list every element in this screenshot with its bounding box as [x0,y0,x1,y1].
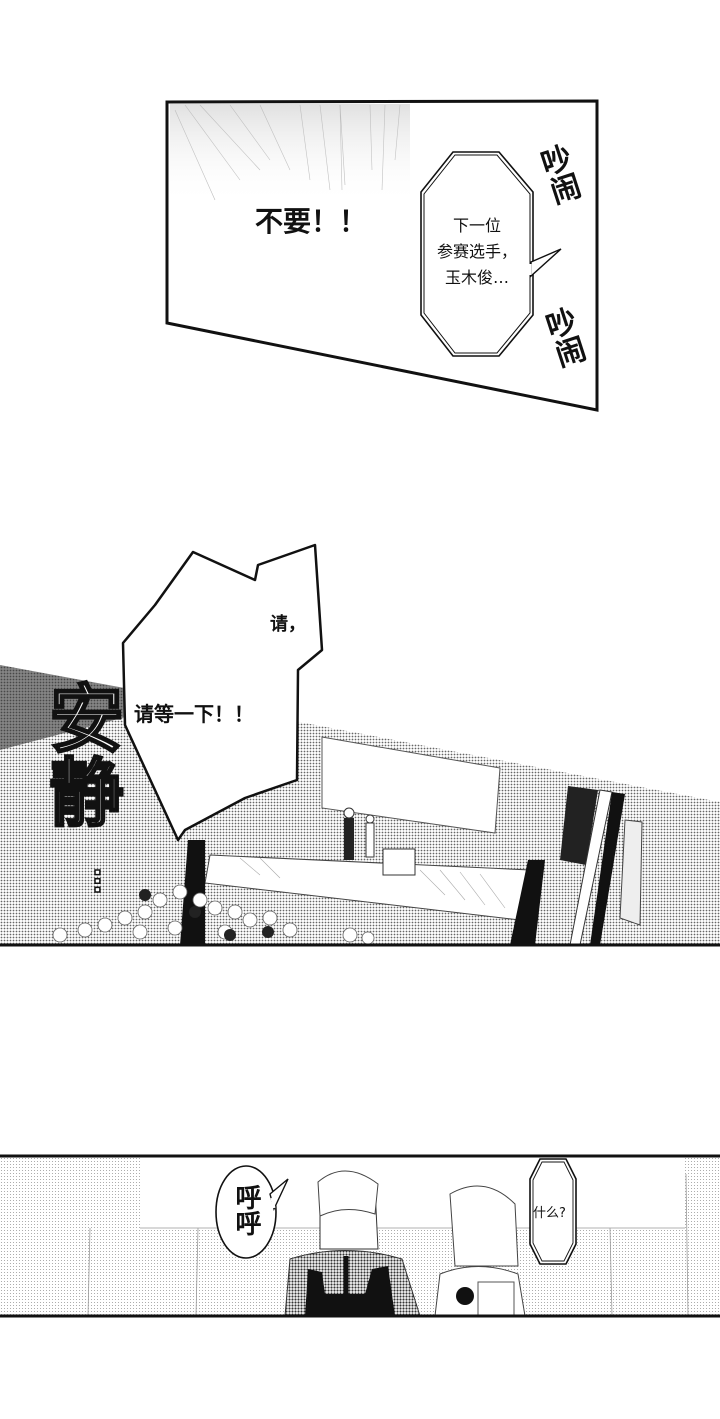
panel-2: 请， 请等一下！！ 安静 … [0,540,720,950]
characters-scene [0,1154,720,1318]
bubble-text-please: 请， [270,614,306,635]
sfx-quiet-dots: … [87,867,119,895]
panel-1: 不要！！ 下一位 参赛选手， 玉木俊… 吵闹 吵闹 [0,0,720,430]
announcer-bubble: 下一位 参赛选手， 玉木俊… [424,213,530,291]
sfx-quiet: 安静 [36,679,125,830]
auditorium-scene [0,543,720,947]
panel-3: 呼呼 什么? [0,1154,720,1320]
shout-text: 不要！！ [255,205,368,238]
bubble-line-1: 下一位 [452,216,501,235]
figure-man [344,818,354,860]
bubble-text-huff: 呼呼 [231,1184,261,1236]
bubble-text-what: 什么? [533,1206,566,1221]
bubble-line-3: 玉木俊… [444,268,509,287]
panel-1-border [165,99,599,412]
bubble-text-please-wait: 请等一下！！ [134,702,254,726]
bubble-line-2: 参赛选手， [436,242,517,261]
left-bubble-shape [215,1165,277,1259]
